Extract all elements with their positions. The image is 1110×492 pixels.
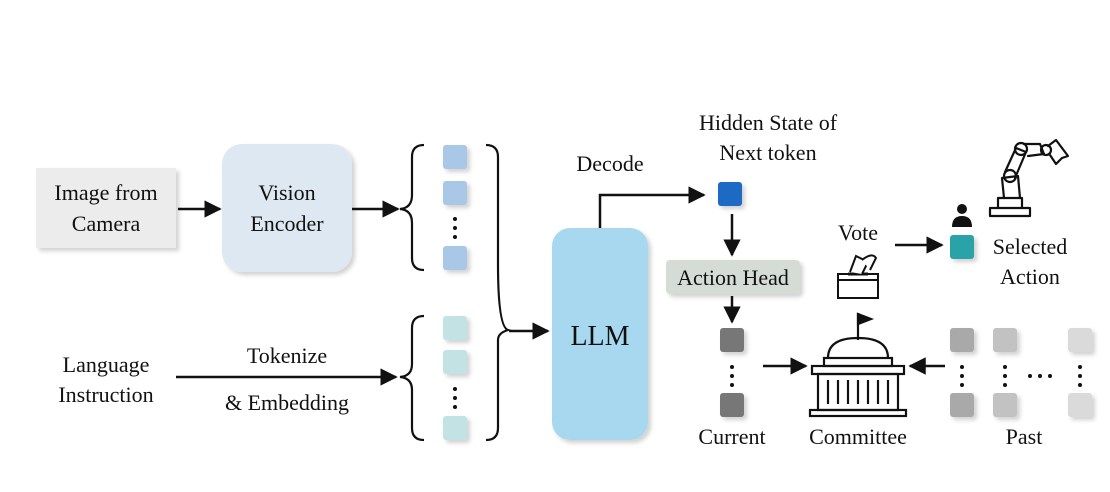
embedding-label: & Embedding <box>225 390 349 415</box>
past-action-token <box>950 328 974 352</box>
tokenize-label: Tokenize <box>247 343 327 368</box>
vision-encoder-box <box>222 144 352 272</box>
past-action-token <box>950 393 974 417</box>
next-token-hidden-state <box>718 182 742 206</box>
vision-token <box>443 181 467 205</box>
language-label-line1: Language <box>63 352 150 377</box>
capitol-building-icon <box>808 312 908 418</box>
current-label: Current <box>698 424 765 449</box>
robot-arm-icon <box>988 138 1070 218</box>
past-action-token <box>993 393 1017 417</box>
vision-tokens-right-brace <box>485 143 500 264</box>
past-token-dots <box>960 365 964 369</box>
selected-action-label-line2: Action <box>1000 264 1060 289</box>
selected-action-label-line1: Selected <box>993 234 1068 259</box>
vision-encoder-label-line2: Encoder <box>250 211 324 236</box>
current-action-token <box>720 393 744 417</box>
past-action-token <box>993 328 1017 352</box>
language-token-dots <box>453 387 457 391</box>
past-action-token <box>1068 328 1092 352</box>
image-camera-label-line1: Image from <box>54 180 157 205</box>
person-icon <box>952 204 972 227</box>
decode-label: Decode <box>576 151 643 176</box>
current-action-token <box>720 328 744 352</box>
llm-box <box>552 228 648 440</box>
vision-token-dots <box>453 217 457 221</box>
past-label: Past <box>1006 424 1043 449</box>
action-head-label: Action Head <box>677 265 789 290</box>
hidden-state-label-line1: Hidden State of <box>699 110 838 135</box>
language-token <box>443 416 467 440</box>
past-token-ellipsis <box>1028 374 1032 378</box>
past-action-token <box>1068 393 1092 417</box>
language-token <box>443 316 467 340</box>
image-camera-box <box>36 168 176 248</box>
llm-label: LLM <box>570 321 629 352</box>
vision-encoder-label-line1: Vision <box>258 180 315 205</box>
arrow-decode <box>598 186 706 228</box>
selected-action-token <box>950 235 974 259</box>
vote-label: Vote <box>838 220 878 245</box>
action-head-box <box>666 260 800 294</box>
current-token-dots <box>730 365 734 369</box>
hidden-state-label-line2: Next token <box>719 140 816 165</box>
vision-token <box>443 145 467 169</box>
language-label-line2: Instruction <box>58 382 153 407</box>
brace-merge <box>496 263 512 341</box>
language-tokens-right-brace <box>485 340 500 442</box>
language-tokens-left-brace <box>399 314 425 442</box>
ballot-box-icon <box>837 254 879 299</box>
committee-label: Committee <box>809 424 907 449</box>
vision-token <box>443 246 467 270</box>
image-camera-label-line2: Camera <box>72 211 141 236</box>
language-token <box>443 350 467 374</box>
vision-tokens-left-brace <box>399 143 425 272</box>
